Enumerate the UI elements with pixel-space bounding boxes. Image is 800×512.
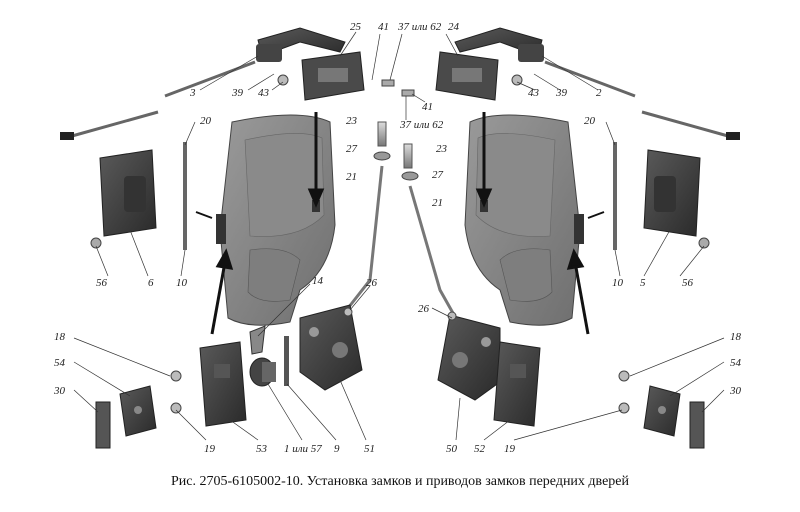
label-26-right: 26 — [418, 303, 430, 315]
label-43-left: 43 — [258, 87, 270, 99]
label-41-right: 41 — [422, 101, 433, 113]
rod-end-left — [60, 132, 74, 140]
label-26-left: 26 — [366, 277, 378, 289]
lock-cylinder-1-57 — [249, 357, 276, 387]
label-3: 3 — [189, 87, 196, 99]
label-23-left: 23 — [346, 115, 358, 127]
leader-lines — [73, 31, 725, 441]
right-door-panel — [464, 114, 584, 326]
lock-body-53 — [199, 341, 247, 427]
label-21-right: 21 — [432, 197, 443, 209]
door-lock-exploded-diagram: 3 39 43 25 41 37 или 62 24 41 37 или 62 … — [53, 21, 742, 455]
label-18-right: 18 — [730, 331, 742, 343]
bolt-37-left — [381, 79, 395, 87]
label-27-left: 27 — [346, 143, 358, 155]
link-rod-left — [183, 142, 187, 250]
label-23-right: 23 — [436, 143, 448, 155]
label-30-right: 30 — [729, 385, 742, 397]
label-18-left: 18 — [54, 331, 66, 343]
label-9: 9 — [334, 443, 340, 455]
label-51: 51 — [364, 443, 375, 455]
label-56-right: 56 — [682, 277, 694, 289]
screw-56-left — [90, 237, 102, 249]
label-5: 5 — [640, 277, 646, 289]
label-54-left: 54 — [54, 357, 66, 369]
bolt-37-right — [401, 89, 415, 97]
plate-30-right — [689, 401, 705, 449]
label-37-62-left: 37 или 62 — [397, 21, 442, 33]
inner-handle-5 — [643, 149, 701, 237]
outer-handle-left — [256, 27, 346, 62]
pin-set-left — [343, 121, 391, 313]
lock-mechanism-50 — [437, 314, 501, 401]
striker-54-right — [643, 385, 681, 437]
label-20-right: 20 — [584, 115, 596, 127]
label-6: 6 — [148, 277, 154, 289]
screw-43-left — [277, 74, 289, 86]
rod-end-right — [726, 132, 740, 140]
label-37-62-right: 37 или 62 — [399, 119, 444, 131]
label-52: 52 — [474, 443, 486, 455]
bracket-14 — [249, 325, 266, 355]
figure-caption: Рис. 2705-6105002-10. Установка замков и… — [170, 474, 629, 489]
label-21-left: 21 — [346, 171, 357, 183]
striker-54-left — [119, 385, 157, 437]
screw-43-right — [511, 74, 523, 86]
rods-top — [71, 60, 729, 138]
label-50: 50 — [446, 443, 458, 455]
label-2: 2 — [596, 87, 602, 99]
label-1-or-57: 1 или 57 — [284, 443, 322, 455]
label-39-left: 39 — [231, 87, 244, 99]
label-53: 53 — [256, 443, 268, 455]
rod-9 — [284, 336, 289, 386]
part-labels: 3 39 43 25 41 37 или 62 24 41 37 или 62 … — [53, 21, 742, 455]
label-41-left: 41 — [378, 21, 389, 33]
label-30-left: 30 — [53, 385, 66, 397]
label-27-right: 27 — [432, 169, 444, 181]
lock-body-52 — [493, 341, 541, 427]
label-14: 14 — [312, 275, 324, 287]
label-25: 25 — [350, 21, 362, 33]
screw-56-right — [698, 237, 710, 249]
outer-handle-right — [454, 27, 544, 62]
label-56-left: 56 — [96, 277, 108, 289]
inner-handle-6 — [99, 149, 157, 237]
label-20-left: 20 — [200, 115, 212, 127]
label-10-left: 10 — [176, 277, 188, 289]
label-39-right: 39 — [555, 87, 568, 99]
lock-mechanism-51 — [299, 304, 363, 391]
plate-30-left — [95, 401, 111, 449]
label-43-right: 43 — [528, 87, 540, 99]
label-10-right: 10 — [612, 277, 624, 289]
assembly-arrows — [195, 112, 605, 335]
label-19-right: 19 — [504, 443, 516, 455]
handle-escutcheon-25 — [301, 51, 365, 101]
label-19-left: 19 — [204, 443, 216, 455]
pin-set-right — [401, 143, 460, 323]
left-door-panel — [216, 114, 336, 326]
label-54-right: 54 — [730, 357, 742, 369]
label-24: 24 — [448, 21, 460, 33]
link-rod-right — [613, 142, 617, 250]
handle-escutcheon-24 — [435, 51, 499, 101]
